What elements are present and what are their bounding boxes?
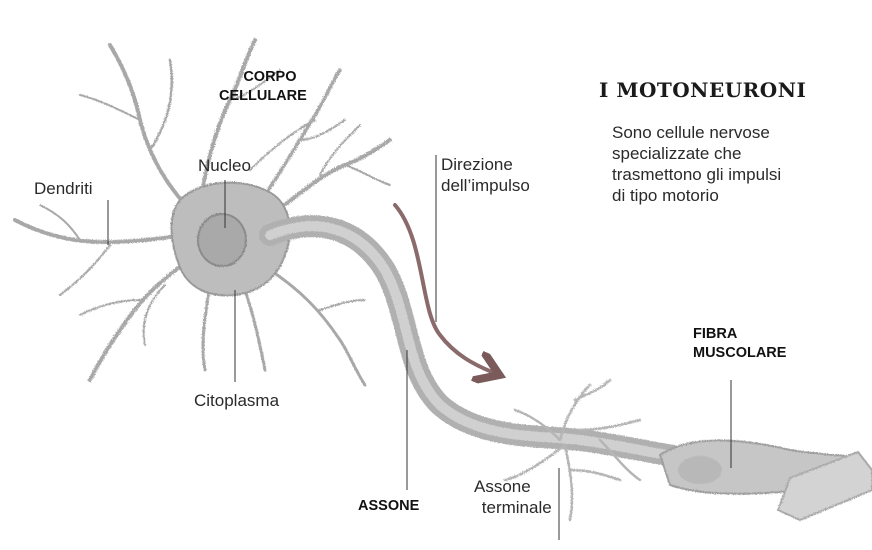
- description-line: di tipo motorio: [612, 185, 781, 206]
- label-fibra-muscolare: FIBRA MUSCOLARE: [693, 325, 786, 363]
- nucleus: [198, 214, 246, 266]
- label-direzione-impulso: Direzione dell’impulso: [441, 154, 530, 196]
- page-title: I MOTONEURONI: [599, 78, 806, 102]
- description: Sono cellule nervose specializzate che t…: [612, 122, 781, 206]
- label-assone-terminale: Assone terminale: [474, 476, 552, 518]
- label-dendriti: Dendriti: [34, 178, 93, 199]
- label-corpo-cellulare: CORPO CELLULARE: [219, 68, 307, 106]
- description-line: Sono cellule nervose: [612, 122, 781, 143]
- muscle-fiber: [660, 440, 872, 520]
- description-line: specializzate che: [612, 143, 781, 164]
- label-nucleo: Nucleo: [198, 155, 251, 176]
- label-assone-terminale-line2: terminale: [474, 497, 552, 518]
- label-assone: ASSONE: [358, 497, 419, 516]
- description-line: trasmettono gli impulsi: [612, 164, 781, 185]
- label-direzione-line2: dell’impulso: [441, 175, 530, 196]
- label-corpo-line1: CORPO: [219, 68, 307, 87]
- label-corpo-line2: CELLULARE: [219, 87, 307, 106]
- label-fibra-line1: FIBRA: [693, 325, 786, 344]
- label-assone-terminale-line1: Assone: [474, 476, 552, 497]
- axon: [270, 226, 700, 460]
- label-direzione-line1: Direzione: [441, 154, 530, 175]
- label-citoplasma: Citoplasma: [194, 390, 279, 411]
- label-fibra-line2: MUSCOLARE: [693, 344, 786, 363]
